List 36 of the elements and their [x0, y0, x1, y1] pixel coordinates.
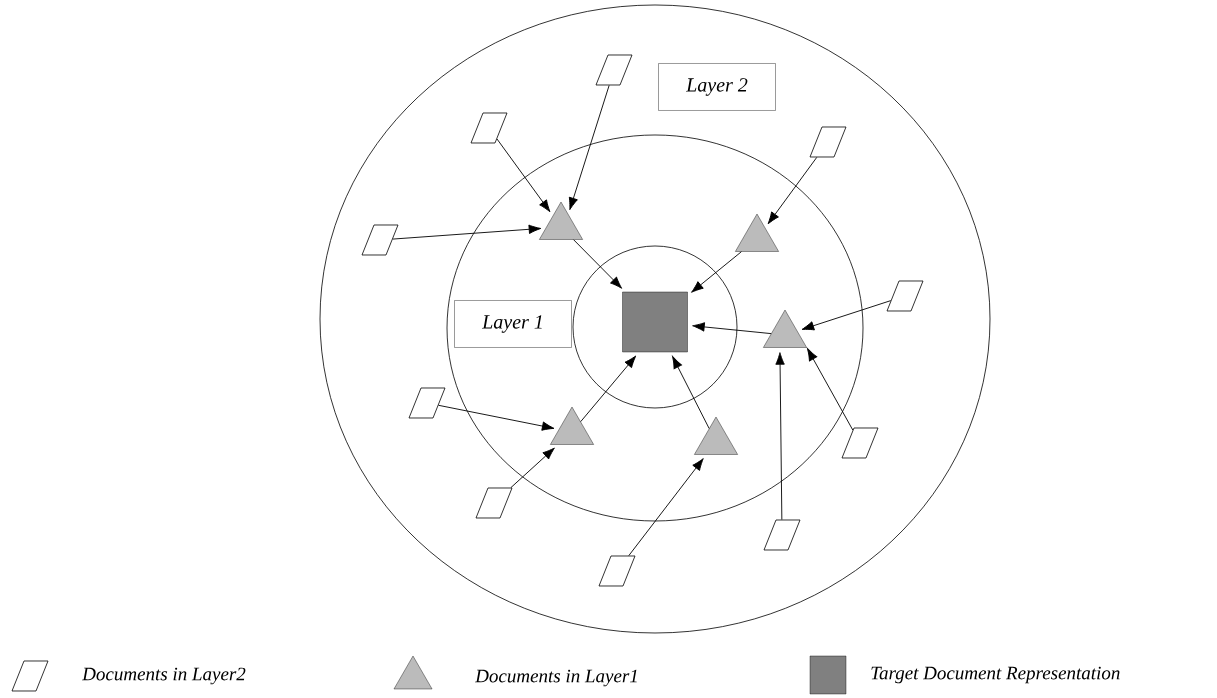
parallelogram-symbol — [361, 224, 399, 256]
arrow — [496, 138, 551, 213]
parallelogram-symbol — [841, 427, 879, 459]
triangle-symbol — [763, 309, 807, 348]
arrow — [801, 300, 892, 331]
triangle-symbol — [550, 406, 594, 445]
parallelogram-symbol — [598, 555, 636, 587]
arrow — [568, 84, 610, 211]
target-square — [622, 291, 688, 353]
layer-label-box: Layer 1 — [454, 300, 572, 348]
arrow — [510, 447, 555, 489]
arrow — [672, 356, 710, 429]
arrow — [438, 404, 555, 431]
arrow — [628, 458, 704, 557]
arrow — [767, 156, 818, 225]
parallelogram-symbol — [886, 280, 924, 312]
parallelogram-symbol — [470, 112, 508, 144]
legend-text: Documents in Layer2 — [82, 667, 246, 685]
arrow — [573, 239, 623, 289]
arrow — [807, 348, 854, 431]
parallelogram-symbol — [408, 387, 446, 419]
legend-text: Target Document Representation — [871, 666, 1120, 684]
arrow — [580, 355, 637, 423]
triangle-symbol — [694, 416, 738, 455]
arrow — [392, 224, 542, 240]
arrow — [691, 251, 742, 293]
parallelogram-symbol — [763, 519, 801, 551]
parallelogram-symbol — [809, 126, 847, 158]
triangle-symbol — [539, 201, 583, 240]
layer-label-box: Layer 2 — [658, 63, 776, 111]
legend-text: Documents in Layer1 — [475, 669, 637, 687]
parallelogram-symbol — [595, 54, 633, 86]
triangle-symbol — [735, 213, 779, 252]
arrow — [692, 322, 772, 335]
arrow — [775, 352, 785, 521]
parallelogram-symbol — [475, 487, 513, 519]
